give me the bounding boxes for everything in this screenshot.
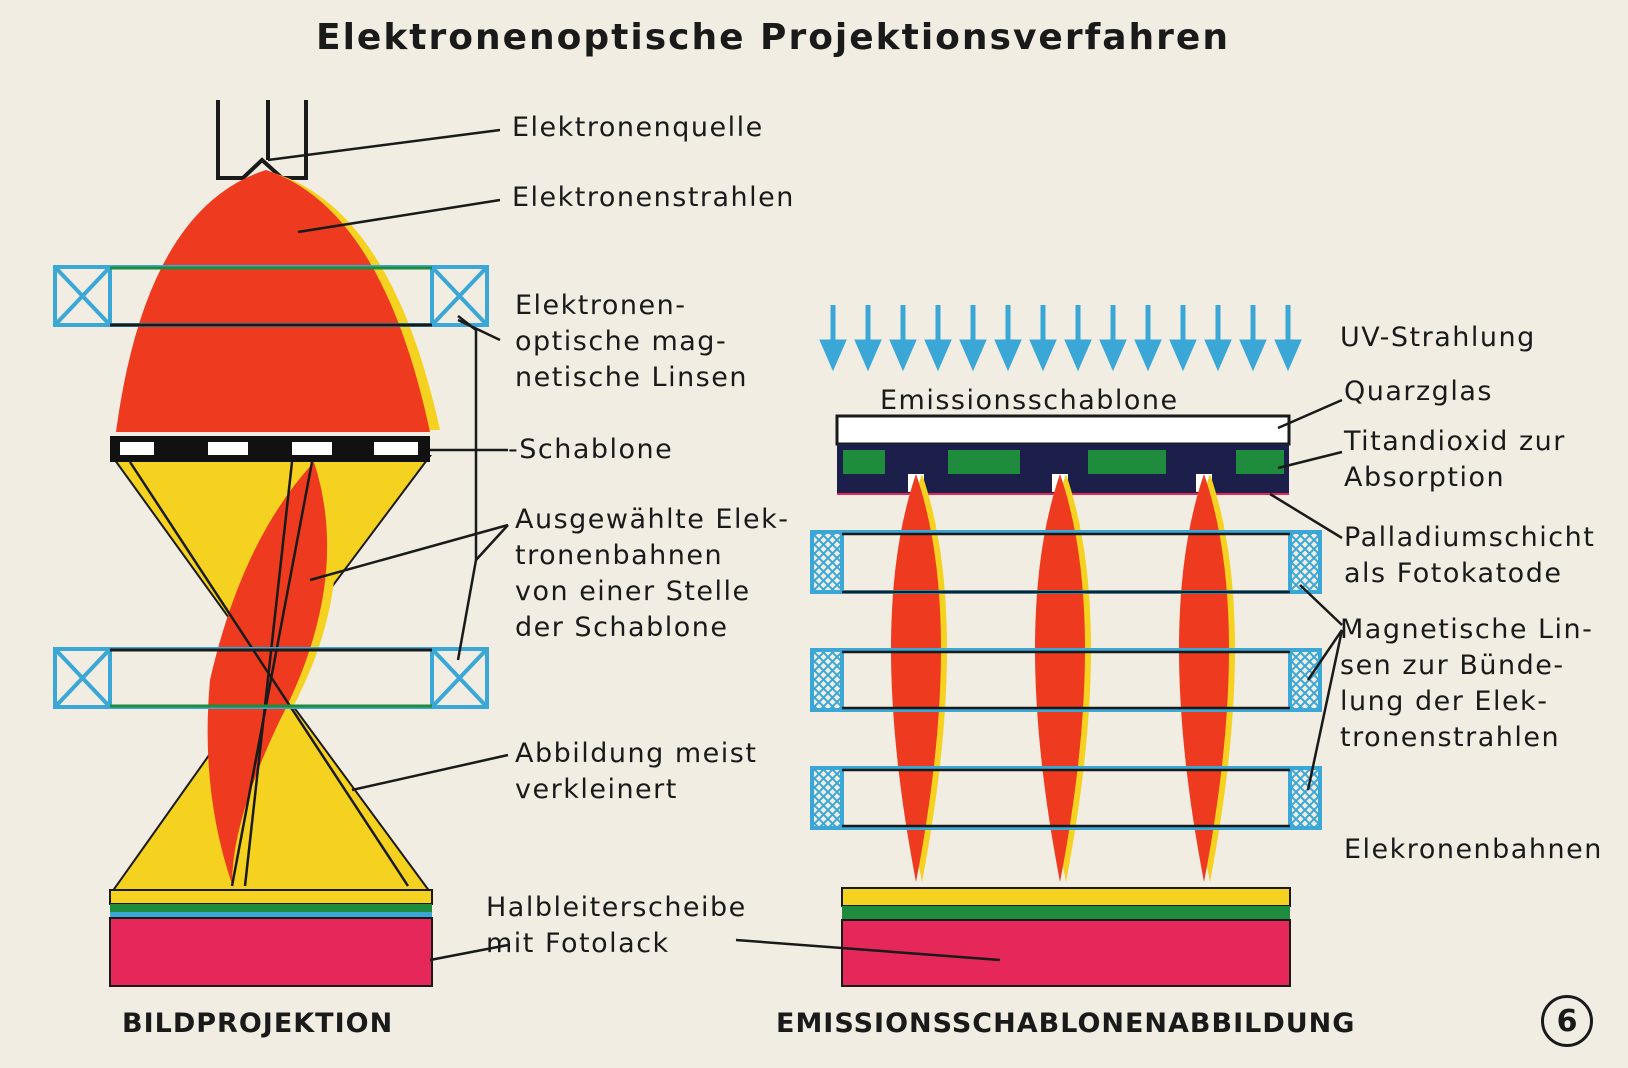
electron-source-icon — [216, 100, 308, 180]
left-diagram — [53, 100, 509, 987]
magnetic-lens-right-3 — [810, 766, 1322, 830]
wafer-left — [109, 889, 433, 987]
ray-lines — [128, 461, 410, 887]
label-emissionsschablone: Emissionsschablone — [880, 385, 1179, 416]
right-leader-lines — [735, 398, 1344, 962]
arrow-down-icon — [924, 305, 952, 372]
label-schablone: -Schablone — [508, 434, 674, 465]
label-elektronenstrahlen: Elektronenstrahlen — [512, 182, 795, 213]
magnetic-lens-right-2 — [810, 648, 1322, 712]
left-leader-lines — [267, 128, 509, 962]
label-elektronenquelle: Elektronenquelle — [512, 112, 764, 143]
arrow-down-icon — [819, 305, 847, 372]
arrow-down-icon — [1099, 305, 1127, 372]
label-abbildung: Abbildung meist verkleinert — [515, 738, 758, 805]
label-elekronenbahnen: Elekronenbahnen — [1344, 834, 1603, 865]
uv-arrows — [819, 305, 1302, 372]
label-uv-strahlung: UV-Strahlung — [1340, 322, 1536, 353]
label-halbleiterscheibe: Halbleiterscheibe mit Fotolack — [486, 892, 747, 959]
arrow-down-icon — [889, 305, 917, 372]
arrow-down-icon — [1134, 305, 1162, 372]
arrow-down-icon — [1169, 305, 1197, 372]
caption-bildprojektion: BILDPROJEKTION — [122, 1008, 394, 1039]
electron-beam-upper — [116, 170, 430, 432]
label-magnetische-linsen: Elektronen- optische mag- netische Linse… — [515, 290, 748, 393]
label-palladiumschicht: Palladiumschicht als Fotokatode — [1344, 522, 1596, 589]
diagram-title: Elektronenoptische Projektionsverfahren — [316, 17, 1230, 58]
magnetic-lens-lower — [53, 647, 489, 709]
right-diagram — [735, 305, 1344, 987]
arrow-down-icon — [1029, 305, 1057, 372]
arrow-down-icon — [854, 305, 882, 372]
caption-emissionsschablonenabbildung: EMISSIONSSCHABLONENABBILDUNG — [776, 1008, 1356, 1039]
arrow-down-icon — [959, 305, 987, 372]
wafer-right — [841, 887, 1291, 987]
label-titandioxid: Titandioxid zur Absorption — [1344, 426, 1566, 493]
figure-number-badge: 6 — [1541, 995, 1593, 1047]
magnetic-lens-right-1 — [810, 530, 1322, 594]
arrow-down-icon — [1064, 305, 1092, 372]
label-magnetische-linsen-right: Magnetische Lin- sen zur Bünde- lung der… — [1340, 614, 1594, 753]
electron-beams-right — [891, 474, 1235, 882]
mask-stencil — [110, 436, 430, 462]
label-ausgewaehlte-elektronenbahnen: Ausgewählte Elek- tronenbahnen von einer… — [515, 504, 790, 643]
quartz-glass — [835, 414, 1291, 446]
arrow-down-icon — [1204, 305, 1232, 372]
arrow-down-icon — [994, 305, 1022, 372]
magnetic-lens-upper — [53, 265, 489, 327]
arrow-down-icon — [1274, 305, 1302, 372]
label-quarzglas: Quarzglas — [1344, 376, 1493, 407]
arrow-down-icon — [1239, 305, 1267, 372]
